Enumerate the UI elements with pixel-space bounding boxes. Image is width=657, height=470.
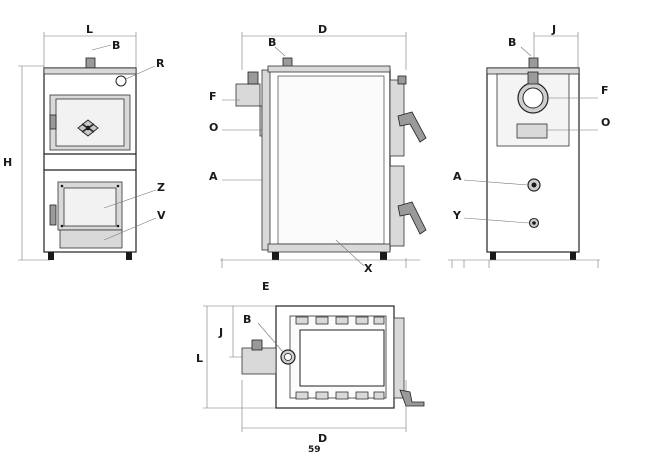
- top-front-doors: [393, 317, 405, 399]
- side-view: D B F O A X E: [209, 23, 427, 293]
- front-label-b: B: [112, 39, 120, 52]
- side-rear-frame: [261, 69, 271, 251]
- front-b-leader: [91, 44, 112, 51]
- front-top-cap: [43, 67, 137, 75]
- rear-y-leader: [463, 217, 530, 224]
- side-top-cap: [267, 65, 391, 73]
- top-rear-connection-box: [241, 347, 277, 375]
- front-label-z: Z: [157, 181, 165, 194]
- front-r-leader: [125, 65, 156, 80]
- rear-flue-pipe: [528, 57, 539, 69]
- rear-view: J B F O A Y: [448, 23, 610, 268]
- top-label-l: L: [196, 352, 203, 365]
- top-ribs-upper: [295, 316, 385, 325]
- side-label-o: O: [209, 121, 218, 134]
- rear-label-a: A: [453, 170, 462, 183]
- side-foot-front: [380, 252, 387, 260]
- rear-label-b: B: [508, 36, 516, 49]
- side-label-f: F: [209, 90, 217, 103]
- rear-foot-left: [490, 252, 496, 260]
- front-label-v: V: [157, 209, 166, 222]
- rear-label-f: F: [601, 84, 609, 97]
- front-label-r: R: [156, 57, 165, 70]
- top-b-leader: [257, 322, 284, 353]
- side-lower-handle: [397, 201, 427, 235]
- side-label-e: E: [262, 280, 270, 293]
- front-label-h: H: [3, 156, 12, 169]
- rear-label-j: J: [551, 23, 556, 36]
- front-ash-pan: [59, 229, 123, 249]
- page-number: 59: [308, 445, 321, 455]
- side-x-leader: [335, 239, 365, 267]
- side-base: [267, 243, 391, 253]
- rear-flow-outlet: [516, 123, 548, 139]
- side-label-x: X: [364, 262, 373, 275]
- front-flue-pipe: [85, 57, 96, 69]
- rear-foot-right: [570, 252, 576, 260]
- side-flow-connector: [247, 71, 259, 85]
- front-v-leader: [103, 217, 157, 241]
- front-foot-right: [126, 252, 132, 260]
- rear-flue-outlet-inner: [522, 87, 544, 109]
- rear-label-y: Y: [452, 209, 462, 222]
- front-thermometer: [115, 75, 127, 87]
- side-label-b: B: [268, 36, 276, 49]
- front-lower-hinge: [49, 204, 57, 226]
- top-ribs-lower: [295, 391, 385, 400]
- side-upper-handle: [397, 111, 427, 143]
- front-view: L H B R Z: [3, 23, 166, 261]
- side-b-leader: [274, 46, 286, 57]
- side-panel: [277, 75, 385, 245]
- rear-ground-ticks: [451, 260, 599, 268]
- front-fire-emblem: [77, 119, 99, 137]
- top-label-d: D: [318, 432, 327, 445]
- rear-label-o: O: [601, 116, 610, 129]
- front-z-leader: [103, 189, 157, 209]
- side-foot-rear: [272, 252, 279, 260]
- rear-b-leader: [520, 46, 532, 57]
- top-label-b: B: [243, 313, 251, 326]
- side-label-d: D: [318, 23, 327, 36]
- side-label-a: A: [209, 170, 218, 183]
- top-flow-connector: [251, 339, 263, 351]
- side-flue-outlet-box: [235, 83, 261, 107]
- top-label-j: J: [218, 326, 223, 339]
- rear-flue-collar: [527, 71, 539, 85]
- top-view: L J D: [196, 305, 425, 455]
- top-combustion-chamber: [299, 329, 385, 387]
- top-door-handle: [399, 389, 425, 407]
- front-lower-door-panel: [63, 187, 117, 227]
- rear-a-leader: [463, 179, 529, 186]
- side-thermometer: [397, 75, 407, 85]
- front-upper-hinge: [49, 114, 57, 130]
- front-foot-left: [48, 252, 54, 260]
- front-label-l: L: [86, 23, 93, 36]
